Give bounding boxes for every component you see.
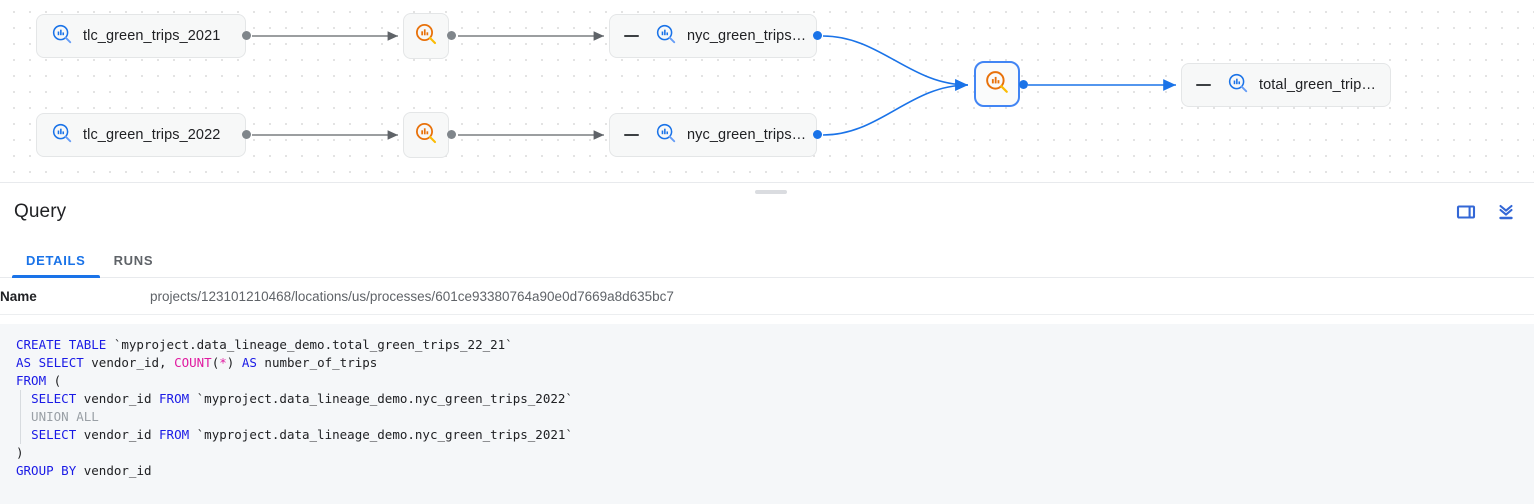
panel-header: Query [0, 183, 1534, 240]
collapse-panel-icon[interactable] [1494, 200, 1518, 224]
lineage-node-label: nyc_green_trips… [687, 127, 807, 143]
tab-details[interactable]: DETAILS [12, 253, 100, 278]
node-output-port[interactable] [242, 130, 251, 139]
sql-code-block[interactable]: CREATE TABLE `myproject.data_lineage_dem… [0, 324, 1534, 504]
tab-runs[interactable]: RUNS [113, 253, 154, 268]
lineage-node-nyc-green-trips-1[interactable]: nyc_green_trips… [609, 14, 817, 58]
query-details-panel: Query DETAILS RUNS Name [0, 182, 1534, 504]
lineage-graph-canvas[interactable]: tlc_green_trips_2021 tlc_green_trips_202… [0, 0, 1534, 182]
bigquery-table-icon [1227, 72, 1249, 99]
bigquery-table-icon [51, 122, 73, 149]
detail-value-name: projects/123101210468/locations/us/proce… [150, 288, 674, 304]
lineage-node-total-green-trips[interactable]: total_green_trip… [1181, 63, 1391, 107]
lineage-node-process-union-selected[interactable] [974, 61, 1020, 107]
indent-guide [20, 390, 21, 444]
detail-key-name: Name [0, 288, 37, 304]
lineage-node-tlc-green-trips-2022[interactable]: tlc_green_trips_2022 [36, 113, 246, 157]
panel-resize-handle[interactable] [755, 190, 787, 194]
node-output-port[interactable] [447, 31, 456, 40]
node-output-port[interactable] [813, 130, 822, 139]
lineage-node-process-2[interactable] [403, 112, 449, 158]
node-collapse-toggle[interactable] [624, 134, 639, 136]
bigquery-process-icon [414, 121, 438, 150]
bigquery-table-icon [655, 122, 677, 149]
lineage-node-label: nyc_green_trips… [687, 28, 807, 44]
lineage-node-label: total_green_trip… [1259, 77, 1376, 93]
bigquery-table-icon [51, 23, 73, 50]
lineage-node-nyc-green-trips-2[interactable]: nyc_green_trips… [609, 113, 817, 157]
node-collapse-toggle[interactable] [1196, 84, 1211, 86]
sql-code-text: CREATE TABLE `myproject.data_lineage_dem… [16, 337, 573, 478]
node-output-port[interactable] [242, 31, 251, 40]
bigquery-table-icon [655, 23, 677, 50]
node-output-port[interactable] [447, 130, 456, 139]
node-collapse-toggle[interactable] [624, 35, 639, 37]
side-panel-icon[interactable] [1454, 200, 1478, 224]
panel-title: Query [14, 200, 67, 222]
table-row: Name projects/123101210468/locations/us/… [0, 278, 1534, 315]
panel-tabs: DETAILS RUNS [0, 240, 1534, 278]
bigquery-process-icon [414, 22, 438, 51]
lineage-node-label: tlc_green_trips_2022 [83, 127, 221, 143]
bigquery-process-icon [984, 69, 1010, 100]
panel-header-actions [1454, 200, 1520, 224]
node-output-port[interactable] [813, 31, 822, 40]
lineage-node-process-1[interactable] [403, 13, 449, 59]
lineage-node-tlc-green-trips-2021[interactable]: tlc_green_trips_2021 [36, 14, 246, 58]
node-output-port[interactable] [1019, 80, 1028, 89]
lineage-node-label: tlc_green_trips_2021 [83, 28, 221, 44]
